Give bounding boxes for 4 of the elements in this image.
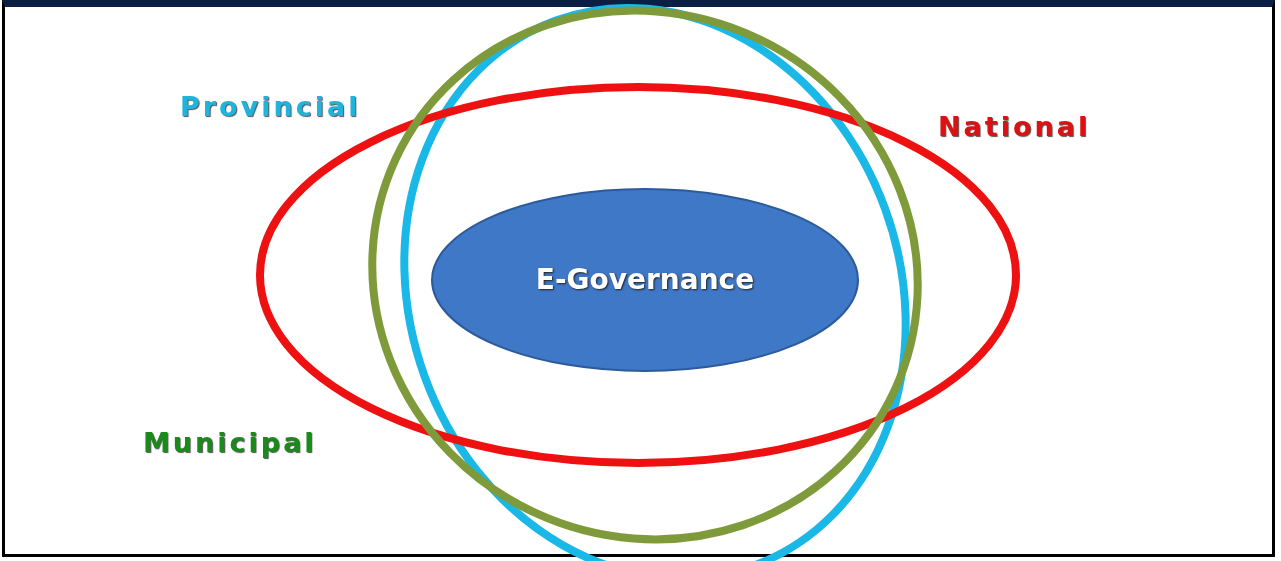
ring-label: Municipal [143, 428, 317, 458]
ring-label: Provincial [180, 92, 361, 122]
center-label: E-Governance [535, 265, 755, 295]
ring-label: National [938, 112, 1091, 142]
